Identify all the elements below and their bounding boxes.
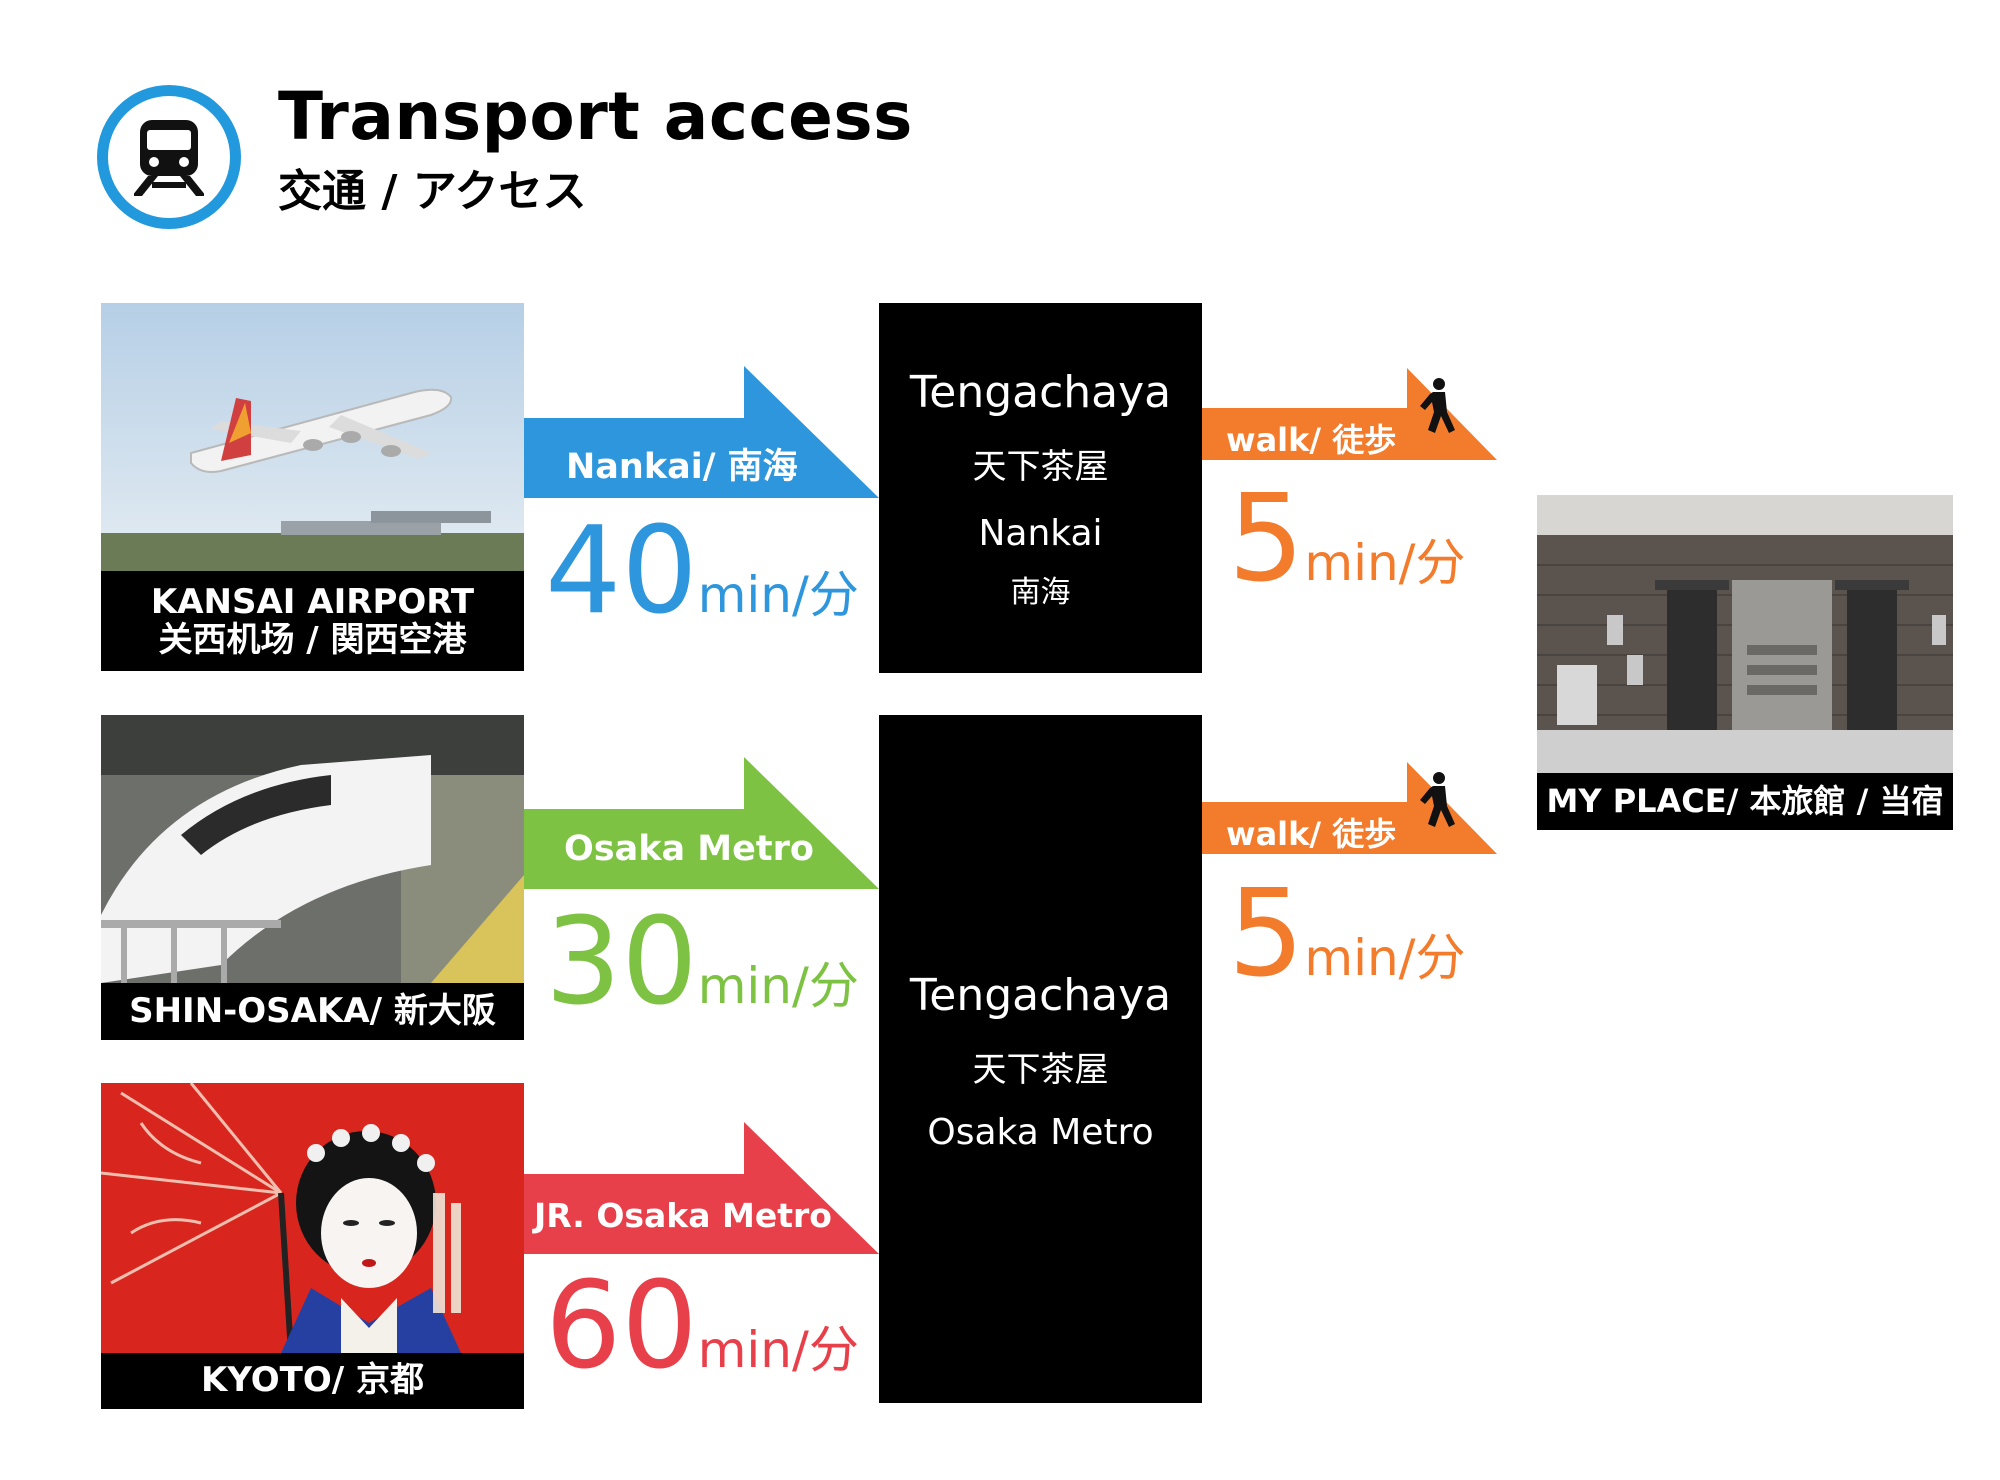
route-duration-osaka-metro: 30min/分: [545, 903, 859, 1023]
arrow-shape: [524, 757, 879, 889]
train-logo: [97, 85, 241, 229]
origin-name-ja: 关西机场 / 関西空港: [101, 621, 524, 659]
station-line-en: Osaka Metro: [879, 1112, 1202, 1153]
duration-number: 5: [1228, 470, 1304, 609]
duration-unit: min/分: [1304, 929, 1465, 987]
duration-number: 40: [545, 502, 698, 641]
station-box-osaka-metro: Tengachaya 天下茶屋 Osaka Metro: [879, 715, 1202, 1403]
station-box-nankai: Tengachaya 天下茶屋 Nankai 南海: [879, 303, 1202, 673]
duration-number: 60: [545, 1257, 698, 1396]
station-line-ja: 南海: [879, 567, 1202, 611]
destination-label: MY PLACE/ 本旅館 / 当宿: [1537, 773, 1953, 830]
page-subtitle: 交通 / アクセス: [278, 170, 587, 214]
duration-unit: min/分: [698, 566, 859, 624]
origin-name-en: KANSAI AIRPORT: [101, 583, 524, 621]
walk-duration-1: 5min/分: [1228, 480, 1466, 600]
duration-number: 30: [545, 893, 698, 1032]
building-photo: [1537, 495, 1953, 773]
destination-card: MY PLACE/ 本旅館 / 当宿: [1537, 495, 1953, 830]
station-line-en: Nankai: [879, 513, 1202, 554]
station-name-ja: 天下茶屋: [879, 1042, 1202, 1091]
route-line-label: Osaka Metro: [564, 829, 814, 869]
origin-label-kansai: KANSAI AIRPORT 关西机场 / 関西空港: [101, 571, 524, 671]
walk-label: walk/ 徒歩: [1226, 415, 1396, 461]
station-name-en: Tengachaya: [879, 970, 1202, 1021]
route-line-label: JR. Osaka Metro: [534, 1196, 832, 1235]
origin-card-kansai-airport: KANSAI AIRPORT 关西机场 / 関西空港: [101, 303, 524, 671]
airplane-photo: [101, 303, 524, 571]
maiko-photo: [101, 1083, 524, 1353]
duration-unit: min/分: [698, 1321, 859, 1379]
duration-unit: min/分: [1304, 534, 1465, 592]
origin-name: SHIN-OSAKA/ 新大阪: [101, 992, 524, 1030]
page-title: Transport access: [278, 84, 913, 150]
walk-label: walk/ 徒歩: [1226, 809, 1396, 855]
walk-arrow-1: walk/ 徒歩: [1202, 368, 1497, 460]
route-line-label: Nankai/ 南海: [566, 438, 798, 489]
origin-card-shin-osaka: SHIN-OSAKA/ 新大阪: [101, 715, 524, 1040]
duration-number: 5: [1228, 865, 1304, 1004]
train-icon: [134, 116, 204, 198]
route-arrow-jr-osaka-metro: JR. Osaka Metro: [524, 1122, 879, 1254]
bullet-train-photo: [101, 715, 524, 983]
origin-name: KYOTO/ 京都: [101, 1361, 524, 1399]
walk-arrow-2: walk/ 徒歩: [1202, 762, 1497, 854]
destination-name: MY PLACE/ 本旅館 / 当宿: [1537, 784, 1953, 820]
station-name-en: Tengachaya: [879, 367, 1202, 418]
route-duration-nankai: 40min/分: [545, 512, 859, 632]
station-name-ja: 天下茶屋: [879, 439, 1202, 488]
origin-label-shin-osaka: SHIN-OSAKA/ 新大阪: [101, 983, 524, 1040]
route-duration-jr-osaka-metro: 60min/分: [545, 1267, 859, 1387]
route-arrow-nankai: Nankai/ 南海: [524, 366, 879, 498]
origin-label-kyoto: KYOTO/ 京都: [101, 1352, 524, 1409]
origin-card-kyoto: KYOTO/ 京都: [101, 1083, 524, 1409]
walk-duration-2: 5min/分: [1228, 875, 1466, 995]
route-arrow-osaka-metro: Osaka Metro: [524, 757, 879, 889]
duration-unit: min/分: [698, 957, 859, 1015]
